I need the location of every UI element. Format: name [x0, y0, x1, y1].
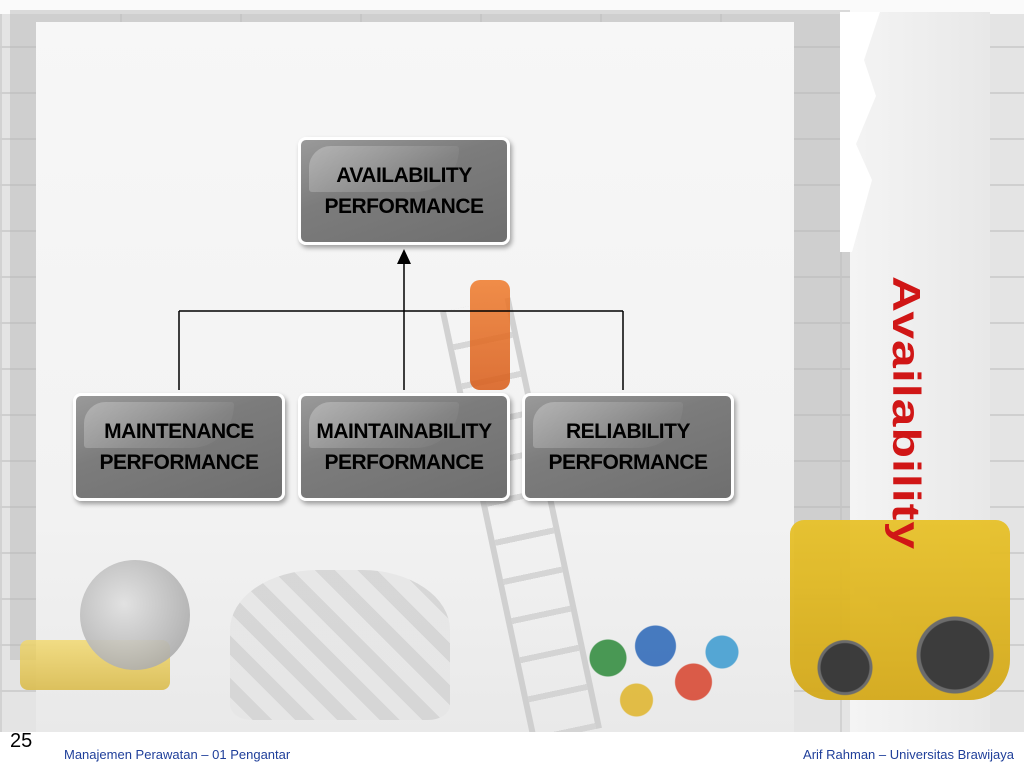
box-label-line2: PERFORMANCE	[324, 195, 484, 218]
box-label-line1: AVAILABILITY	[336, 164, 472, 187]
connector-arrow-head	[397, 249, 411, 264]
box-label: AVAILABILITY PERFORMANCE	[324, 160, 484, 222]
footer-floor	[0, 732, 1024, 768]
box-label-line2: PERFORMANCE	[548, 451, 708, 474]
box-label: MAINTAINABILITY PERFORMANCE	[316, 416, 492, 478]
maintenance-performance-box: MAINTENANCE PERFORMANCE	[73, 393, 285, 501]
reliability-performance-box: RELIABILITY PERFORMANCE	[522, 393, 734, 501]
box-label-line1: RELIABILITY	[565, 420, 691, 443]
page-number: 25	[10, 730, 33, 752]
box-label-line1: MAINTENANCE	[104, 420, 254, 443]
availability-performance-box: AVAILABILITY PERFORMANCE	[298, 137, 510, 245]
box-label-line2: PERFORMANCE	[99, 451, 259, 474]
box-label-line2: PERFORMANCE	[324, 451, 484, 474]
colored-bricks-illustration	[570, 610, 760, 730]
worker-figure-illustration	[470, 280, 510, 390]
box-label-line1: MAINTAINABILITY	[316, 420, 492, 443]
footer-course-name: Manajemen Perawatan – 01 Pengantar	[64, 747, 291, 762]
box-label: MAINTENANCE PERFORMANCE	[99, 416, 259, 478]
footer-author: Arif Rahman – Universitas Brawijaya	[803, 747, 1014, 762]
rubble-blocks-illustration	[230, 570, 450, 720]
box-label: RELIABILITY PERFORMANCE	[548, 416, 708, 478]
slide-title: Availability	[884, 276, 929, 551]
maintainability-performance-box: MAINTAINABILITY PERFORMANCE	[298, 393, 510, 501]
cement-mixer-illustration	[80, 560, 190, 670]
loader-truck-illustration	[790, 520, 1010, 700]
